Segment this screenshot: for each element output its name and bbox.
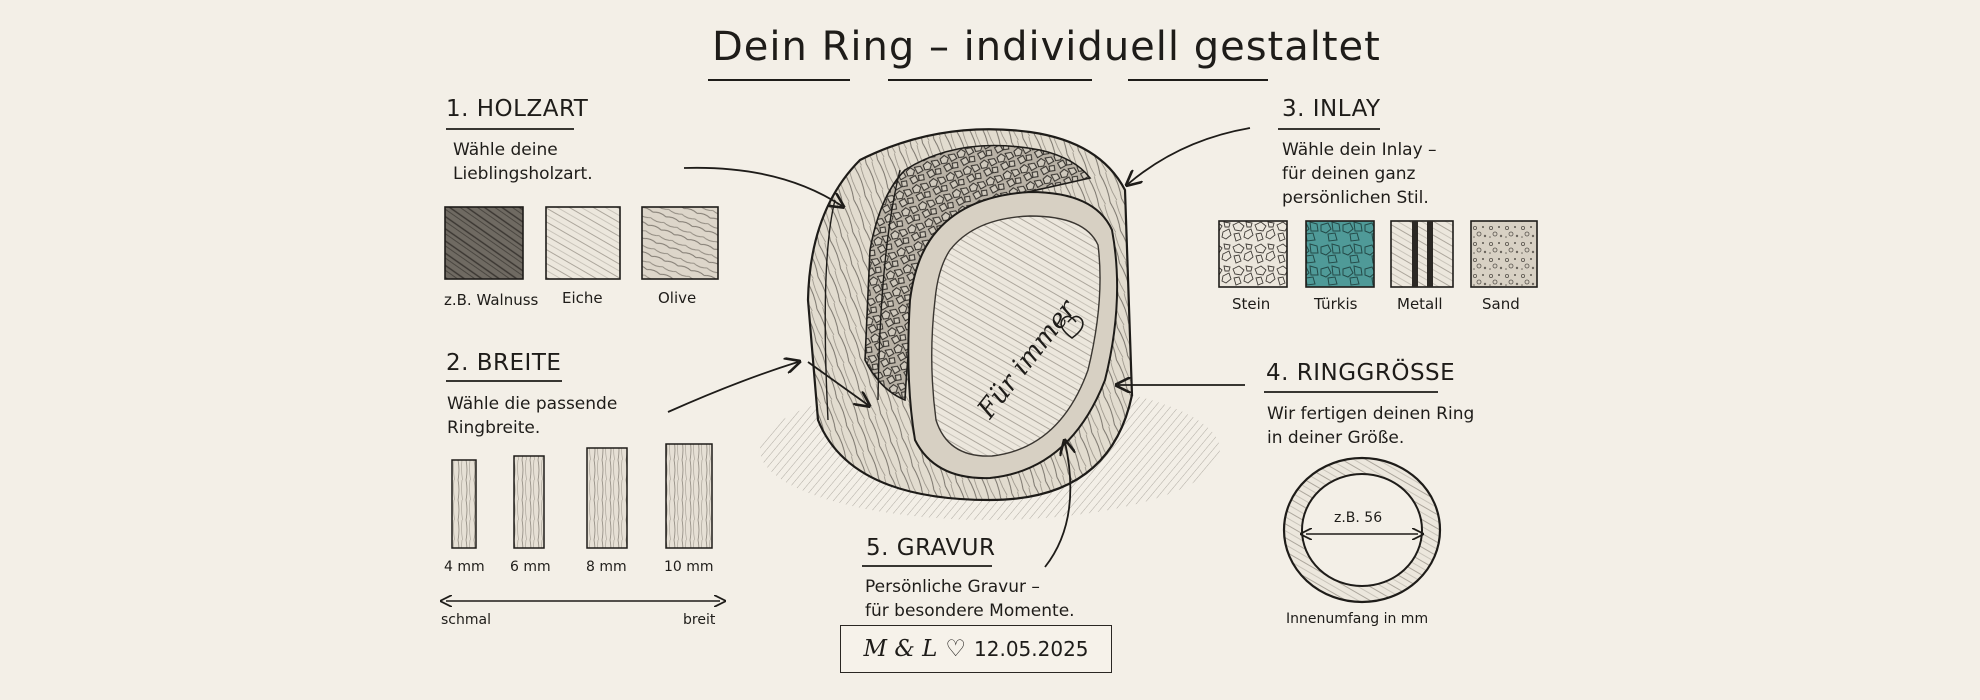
inlay-label-sand: Sand [1482,295,1520,313]
width-10mm-bar[interactable] [665,443,713,549]
width-scale-right: breit [683,612,716,628]
engraving-date: 12.05.2025 [974,637,1089,661]
swatch-tuerkis[interactable] [1305,220,1375,288]
holzart-description: Wähle deine Lieblingsholzart. [453,140,593,184]
swatch-eiche[interactable] [545,206,621,280]
holzart-label-walnuss: z.B. Walnuss [444,291,539,309]
arrow-breite [667,362,798,413]
width-label-8mm: 8 mm [586,559,627,575]
size-caption: Innenumfang in mm [1286,611,1429,627]
width-scale-left: schmal [441,612,491,628]
swatch-metall[interactable] [1390,220,1454,288]
arrow-inlay [1128,127,1251,184]
swatch-sand[interactable] [1470,220,1538,288]
gravur-heading: 5. GRAVUR [866,535,996,561]
width-8mm-bar[interactable] [586,447,628,549]
pointer-arrows [667,127,1251,568]
holzart-label-olive: Olive [658,289,697,307]
ring-heart-icon [1060,315,1084,339]
groesse-description: Wir fertigen deinen Ring in deiner Größe… [1267,404,1475,448]
breite-heading: 2. BREITE [446,350,562,376]
arrow-breite-inner [807,361,868,405]
engraving-initials: M & L [863,636,938,662]
swatch-walnuss[interactable] [444,206,524,280]
inlay-swatches [1218,220,1538,288]
groesse-heading: 4. RINGGRÖSSE [1266,360,1456,386]
inlay-label-metall: Metall [1397,295,1443,313]
size-example: z.B. 56 [1334,510,1383,526]
heading-underlines [446,128,1438,567]
heart-icon: ♡ [945,636,967,662]
inlay-label-tuerkis: Türkis [1314,295,1358,313]
page-title: Dein Ring – individuell gestaltet [712,24,1381,70]
holzart-heading: 1. HOLZART [446,96,589,122]
width-6mm-bar[interactable] [513,455,545,549]
breite-bars [446,443,720,601]
swatch-stein[interactable] [1218,220,1288,288]
width-label-4mm: 4 mm [444,559,485,575]
width-4mm-bar[interactable] [451,459,477,549]
holzart-label-eiche: Eiche [562,289,603,307]
arrow-holzart [683,166,842,206]
gravur-description: Persönliche Gravur – für besondere Momen… [865,577,1075,621]
breite-description: Wähle die passende Ringbreite. [447,394,618,438]
arrow-gravur [1044,442,1070,568]
inlay-heading: 3. INLAY [1282,96,1381,122]
width-label-10mm: 10 mm [664,559,714,575]
ring-illustration: Für immer [806,128,1134,502]
ring-size-illustration [1282,456,1442,604]
holzart-swatches [444,206,719,280]
width-label-6mm: 6 mm [510,559,551,575]
inlay-description: Wähle dein Inlay – für deinen ganz persö… [1282,140,1437,208]
swatch-olive[interactable] [641,206,719,280]
engraving-example-box: M & L ♡ 12.05.2025 [840,625,1112,673]
inlay-label-stein: Stein [1232,295,1271,313]
